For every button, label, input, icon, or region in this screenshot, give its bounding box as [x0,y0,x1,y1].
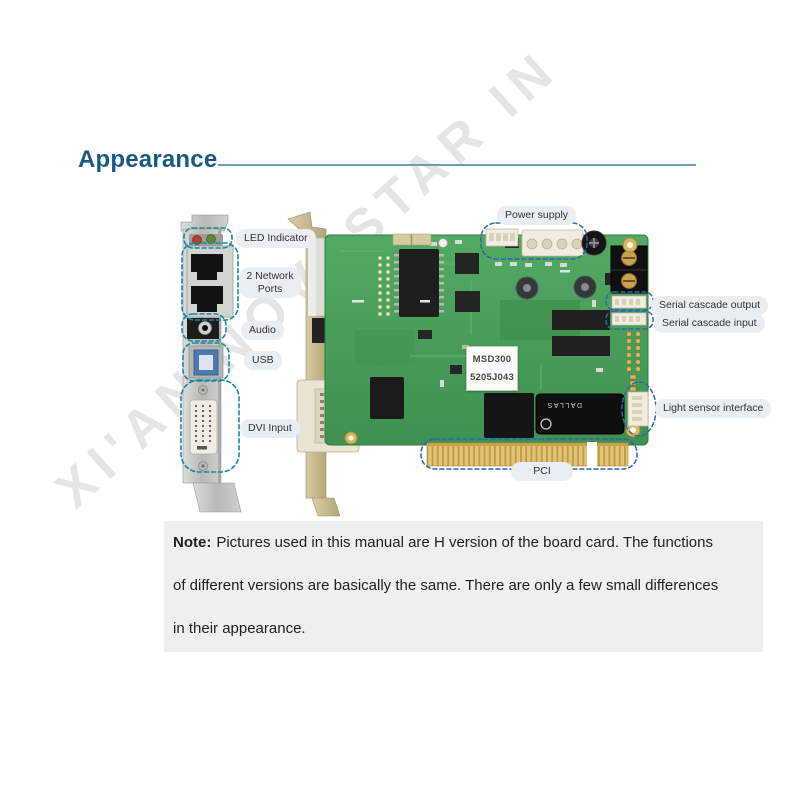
hardware-figure: DALLAS [180,211,657,517]
note-box: Note: Pictures used in this manual are H… [164,521,763,652]
pin-hole-grid [377,255,391,317]
passive-components [352,240,603,387]
note-line-1: Note: Pictures used in this manual are H… [173,521,763,564]
board-photo: DALLAS [287,211,657,517]
label-led-indicator: LED Indicator [236,229,316,248]
note-line-2: of different versions are basically the … [173,564,763,607]
usb-outline [182,342,230,382]
note-text-2: of different versions are basically the … [173,577,719,594]
label-light-sensor-interface: Light sensor interface [655,399,772,418]
usb-port [188,345,224,379]
power-supply-connectors [485,228,584,257]
led-outline [183,227,233,249]
pci-outline [420,438,638,470]
serial-cascade-connectors [611,295,647,326]
label-dvi-input: DVI Input [240,419,300,438]
label-serial-cascade-input: Serial cascade input [654,314,765,333]
audio-jack [187,318,219,339]
page-title: Appearance [78,146,218,173]
sticker-serial: 5205J043 [470,372,514,383]
network-ports [186,245,234,318]
front-panel-photo [180,214,242,513]
network-outline [181,242,239,321]
label-power-supply: Power supply [497,206,577,225]
label-usb: USB [244,351,282,370]
label-serial-cascade-output: Serial cascade output [651,296,768,315]
note-text-3: in their appearance. [173,620,306,637]
note-line-3: in their appearance. [173,607,763,650]
note-text-1: Pictures used in this manual are H versi… [216,534,713,551]
sticker-model: MSD300 [472,354,512,365]
terminal-block [610,245,648,294]
label-pci: PCI [511,462,573,481]
label-audio: Audio [241,321,284,340]
audio-outline [181,313,227,342]
dvi-outline [180,379,240,473]
serial-input-outline [605,310,654,330]
light-sensor-connector [627,391,649,427]
led-indicators [189,234,223,246]
dallas-marking: DALLAS [546,401,582,408]
board-model-sticker: MSD300 5205J043 [466,346,518,391]
label-network-ports: 2 Network Ports [239,267,301,299]
title-rule-line [218,164,696,166]
note-prefix: Note: [173,534,212,551]
dallas-rtc-chip: DALLAS [535,393,625,435]
dvi-connector [189,385,218,471]
